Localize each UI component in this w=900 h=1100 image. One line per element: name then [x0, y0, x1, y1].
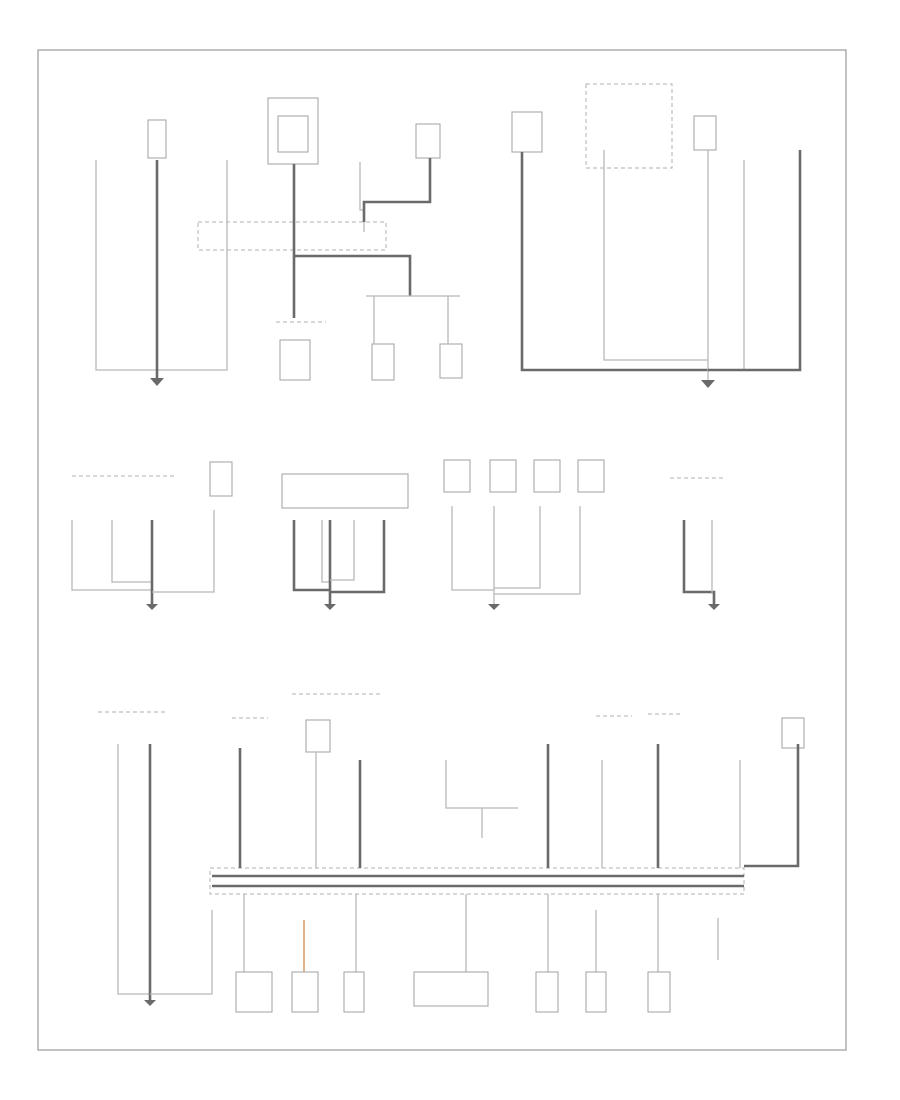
wire-dark	[682, 520, 716, 604]
ground-symbol	[144, 1000, 156, 1006]
junction-box	[209, 867, 745, 895]
component-box	[235, 971, 273, 1013]
component-box	[415, 123, 441, 159]
wire-dark	[708, 150, 802, 372]
component-box	[279, 339, 311, 381]
wire	[445, 760, 518, 809]
junction-box	[585, 83, 673, 169]
wire	[165, 160, 228, 371]
ground-symbol	[150, 378, 164, 386]
component-box	[277, 115, 309, 153]
wire-dark	[294, 254, 412, 296]
component-box	[281, 473, 409, 509]
component-box	[535, 971, 559, 1013]
component-box	[577, 459, 605, 493]
top-left-section	[95, 97, 463, 386]
top-right-section	[511, 83, 802, 388]
component-box	[647, 971, 671, 1013]
diagram-frame	[37, 49, 847, 1051]
wire	[95, 160, 165, 371]
wire-dark	[520, 152, 708, 372]
ground-symbol	[708, 604, 720, 610]
ground-symbol	[324, 604, 336, 610]
wire	[451, 506, 494, 591]
wire	[603, 150, 708, 361]
wire	[111, 520, 152, 583]
wire	[330, 520, 355, 581]
component-box	[291, 971, 319, 1013]
wire	[494, 506, 581, 595]
ground-symbol	[488, 604, 500, 610]
component-box	[781, 717, 805, 749]
wire	[150, 910, 213, 995]
wire	[494, 506, 541, 589]
bottom-section	[98, 693, 805, 1013]
component-box	[371, 343, 395, 381]
component-box	[147, 119, 167, 159]
wire	[321, 520, 330, 583]
component-box	[439, 343, 463, 379]
junction-box	[197, 221, 387, 251]
wire	[708, 160, 745, 371]
wire-dark	[362, 158, 432, 222]
ground-symbol	[701, 380, 715, 388]
component-box	[209, 461, 233, 497]
wire	[117, 744, 150, 995]
wire-dark	[744, 744, 800, 868]
component-box	[533, 459, 561, 493]
component-box	[305, 719, 331, 753]
wire-dark	[330, 520, 386, 594]
wire-dark	[292, 520, 330, 592]
component-box	[511, 111, 543, 153]
wire	[71, 520, 152, 591]
component-box	[413, 971, 489, 1007]
ground-symbol	[146, 604, 158, 610]
component-box	[489, 459, 517, 493]
component-box	[343, 971, 365, 1013]
component-box	[693, 115, 717, 151]
middle-section	[71, 459, 724, 610]
component-box	[443, 459, 471, 493]
wire	[152, 510, 215, 593]
component-box	[585, 971, 607, 1013]
